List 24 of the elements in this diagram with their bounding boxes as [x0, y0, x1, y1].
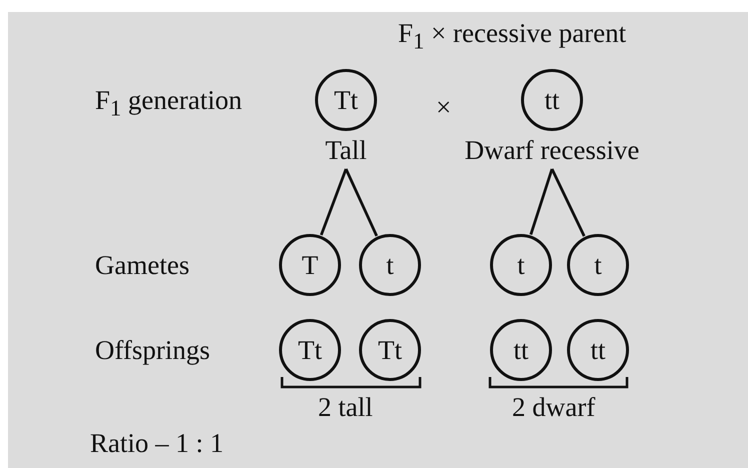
branch-line — [550, 168, 586, 237]
row-label: Gametes — [95, 250, 190, 280]
phenotype-label: Dwarf recessive — [464, 135, 640, 165]
branch-line — [320, 168, 348, 236]
row-label: Offsprings — [95, 335, 210, 365]
genotype-circle: Tt — [359, 319, 421, 381]
genotype-circle: t — [359, 234, 421, 296]
cross-symbol: × — [436, 92, 452, 122]
genotype-circle: tt — [521, 69, 583, 131]
genotype-circle: Tt — [315, 69, 377, 131]
genotype-circle: T — [279, 234, 341, 296]
branch-line — [530, 168, 554, 235]
genotype-circle: tt — [567, 319, 629, 381]
group-label: 2 tall — [318, 392, 373, 422]
phenotype-label: Tall — [325, 135, 367, 165]
genotype-circle: Tt — [279, 319, 341, 381]
ratio-note: Ratio – 1 : 1 — [90, 428, 224, 458]
branch-line — [344, 168, 378, 236]
genotype-circle: t — [490, 234, 552, 296]
cross-heading: F$_{1}$ × recessive parent — [398, 18, 626, 56]
genotype-circle: tt — [490, 319, 552, 381]
group-label: 2 dwarf — [512, 392, 596, 422]
row-label: F$_{1}$ generation — [95, 85, 242, 122]
genotype-circle: t — [567, 234, 629, 296]
